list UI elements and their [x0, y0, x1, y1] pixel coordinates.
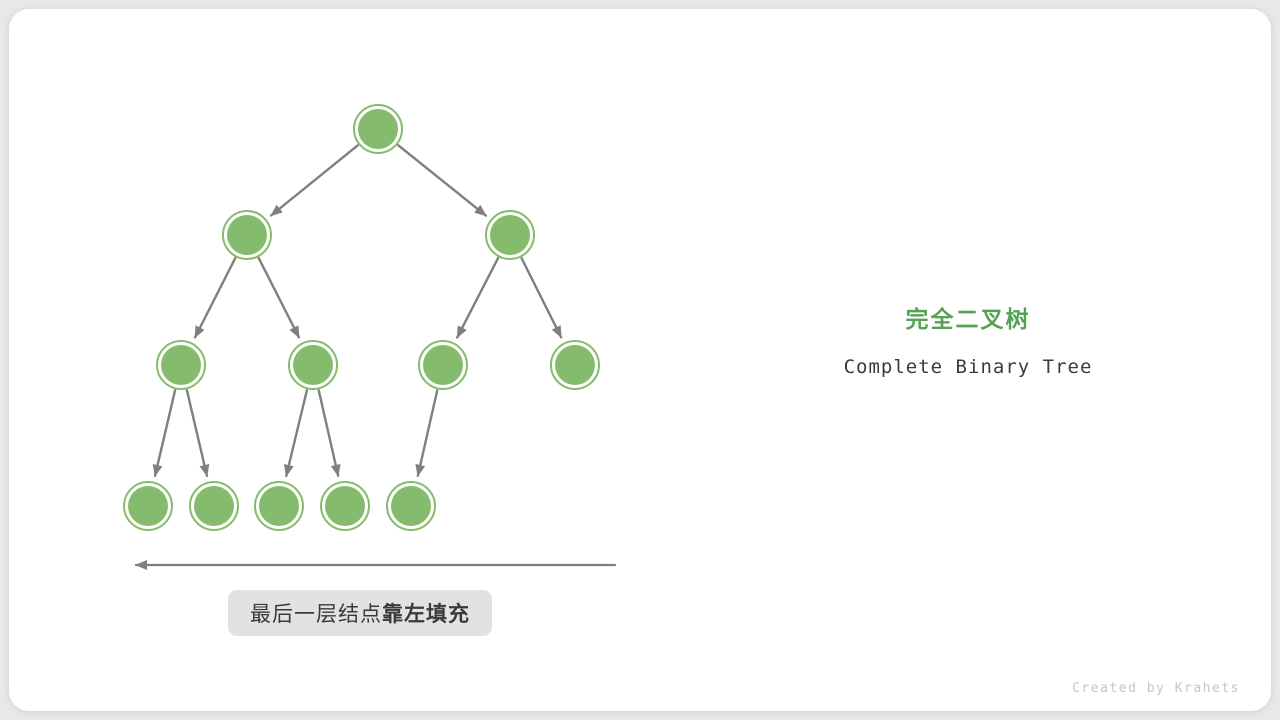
figure-card: [9, 9, 1271, 711]
title-block: 完全二叉树 Complete Binary Tree: [818, 300, 1118, 378]
caption-text-bold: 靠左填充: [382, 602, 470, 626]
watermark-credit: Created by Krahets: [1072, 681, 1240, 696]
title-english: Complete Binary Tree: [843, 356, 1093, 378]
caption-text: 最后一层结点: [250, 602, 382, 626]
caption-box: 最后一层结点靠左填充: [228, 590, 492, 636]
title-chinese: 完全二叉树: [905, 307, 1031, 333]
